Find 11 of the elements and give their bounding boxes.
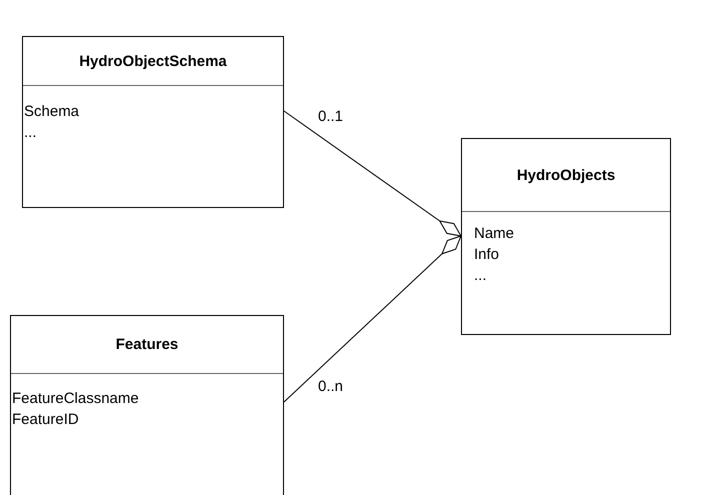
attribute-list: Name Info ... [474,223,514,286]
class-name: HydroObjectSchema [79,52,227,70]
class-name: HydroObjects [516,166,616,184]
class-box [10,315,284,495]
aggregation-line [284,110,462,236]
class-box [22,36,284,208]
class-name: Features [116,336,178,353]
class-box [461,138,671,335]
attribute-list: Schema ... [24,101,80,143]
aggregation-line [284,236,462,402]
attribute-list: FeatureClassname FeatureID [12,388,139,430]
